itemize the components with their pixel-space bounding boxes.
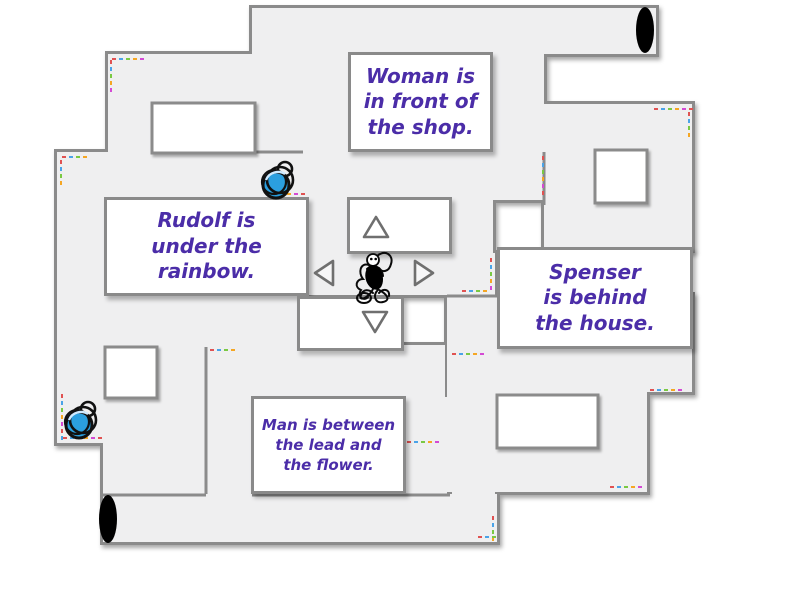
up-arrow-icon bbox=[362, 215, 390, 239]
maze-corridor bbox=[405, 397, 447, 494]
answer-zone-spenser: Spenser is behind the house. bbox=[497, 247, 693, 349]
answer-zone-man-text: Man is between the lead and the flower. bbox=[261, 415, 396, 475]
answer-zone-rudolf-text: Rudolf is under the rainbow. bbox=[151, 208, 262, 284]
right-arrow-button[interactable] bbox=[411, 258, 437, 292]
maze-island bbox=[103, 345, 159, 400]
maze-corridor bbox=[492, 54, 544, 200]
enemy-ball-sprite bbox=[257, 158, 299, 208]
maze-corridor bbox=[252, 8, 656, 54]
blue-ball-icon bbox=[260, 160, 295, 200]
answer-zone-woman-text: Woman is in front of the shop. bbox=[363, 63, 478, 139]
maze-island bbox=[593, 148, 649, 205]
tunnel-opening bbox=[99, 495, 117, 543]
maze-islands bbox=[103, 101, 649, 450]
answer-zone-woman: Woman is in front of the shop. bbox=[348, 52, 493, 152]
maze-corridors bbox=[57, 8, 692, 542]
blue-ball-icon bbox=[63, 400, 98, 440]
maze-corridor bbox=[103, 398, 205, 494]
maze-island bbox=[495, 393, 600, 450]
maze-corridor bbox=[103, 494, 497, 542]
answer-zone-spenser-text: Spenser is behind the house. bbox=[535, 259, 655, 335]
down-arrow-button[interactable] bbox=[360, 309, 390, 339]
answer-zone-man: Man is between the lead and the flower. bbox=[251, 396, 406, 494]
answer-zone-rudolf: Rudolf is under the rainbow. bbox=[104, 197, 309, 296]
maze-corridor bbox=[450, 200, 493, 253]
maze-island bbox=[150, 101, 257, 155]
player-spider-sprite bbox=[349, 249, 399, 309]
maze-corridor bbox=[305, 200, 348, 253]
tunnel-opening bbox=[636, 7, 654, 53]
arrow-box-down bbox=[297, 296, 404, 351]
maze-corridor bbox=[207, 345, 445, 397]
right-arrow-icon bbox=[413, 259, 435, 287]
down-arrow-icon bbox=[361, 310, 389, 334]
maze-corridor bbox=[305, 253, 495, 295]
spider-doodle-icon bbox=[355, 252, 393, 304]
tunnel-openings bbox=[99, 7, 654, 543]
up-arrow-button[interactable] bbox=[361, 214, 391, 244]
arrow-box-up bbox=[347, 197, 452, 254]
maze-corridor bbox=[452, 443, 495, 542]
left-arrow-icon bbox=[313, 259, 335, 287]
enemy-ball-sprite bbox=[60, 398, 102, 448]
left-arrow-button[interactable] bbox=[311, 258, 337, 292]
